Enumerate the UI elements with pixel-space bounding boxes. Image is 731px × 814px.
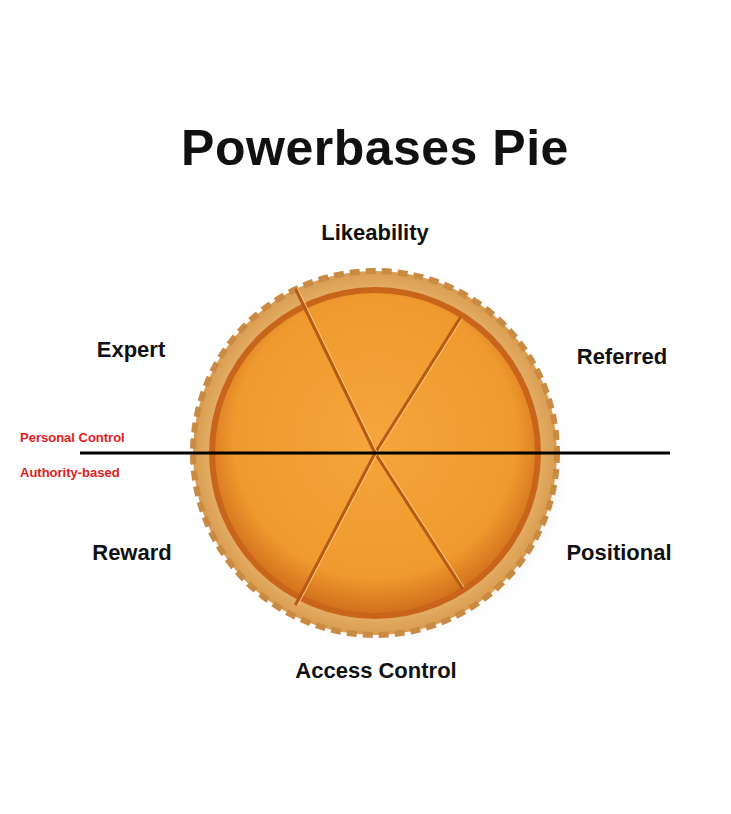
powerbase-label: Positional xyxy=(566,540,671,566)
slice-cuts xyxy=(296,290,462,604)
powerbase-label: Access Control xyxy=(295,658,456,684)
powerbase-label: Likeability xyxy=(321,220,429,246)
category-label: Authority-based xyxy=(20,465,120,480)
category-label: Personal Control xyxy=(20,430,125,445)
powerbase-label: Referred xyxy=(577,344,667,370)
powerbase-label: Reward xyxy=(92,540,171,566)
divider-line xyxy=(80,452,670,455)
diagram-title: Powerbases Pie xyxy=(181,119,569,177)
powerbase-label: Expert xyxy=(97,337,165,363)
slice-highlights xyxy=(298,289,464,605)
